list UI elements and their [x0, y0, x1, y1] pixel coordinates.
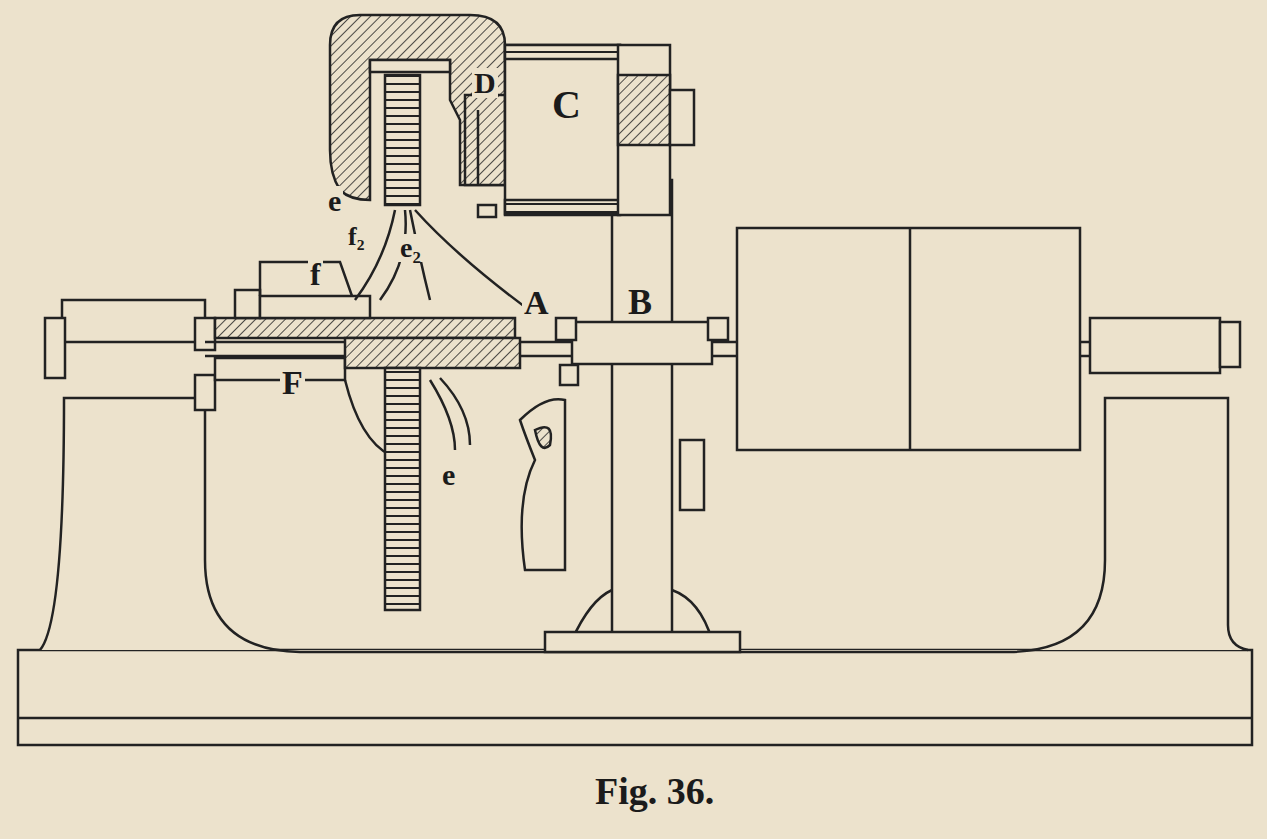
part-label: F: [280, 366, 305, 400]
part-label: B: [626, 284, 654, 320]
part-label: e₂: [398, 234, 423, 262]
figure-caption: Fig. 36.: [595, 772, 714, 810]
part-label: C: [550, 85, 583, 125]
part-label: A: [522, 286, 551, 320]
part-label: f: [308, 258, 323, 290]
part-label: e: [440, 460, 457, 490]
part-label: D: [472, 68, 498, 98]
part-label: e: [326, 186, 343, 216]
part-label: f₂: [346, 224, 366, 250]
